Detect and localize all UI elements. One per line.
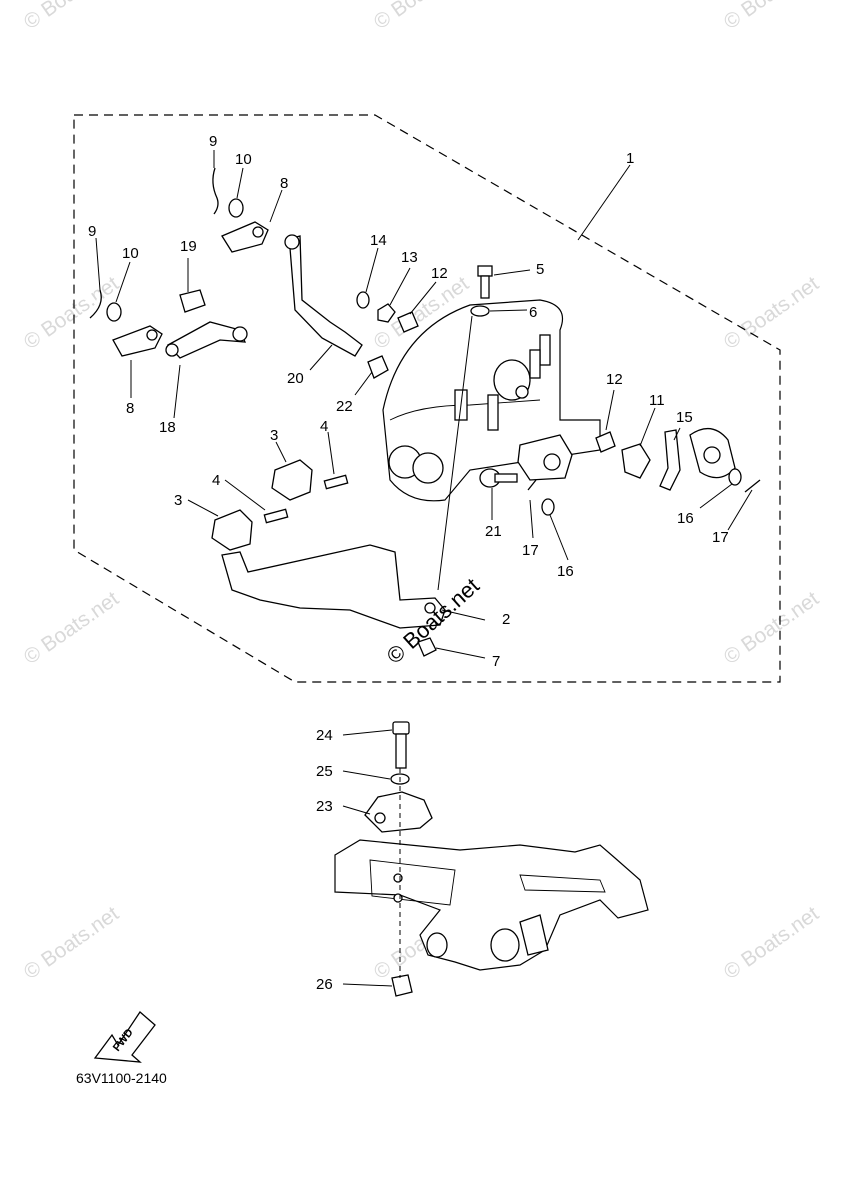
washer-16-right (728, 468, 742, 486)
cam-3-lower (211, 509, 253, 551)
callout-23: 23 (316, 798, 333, 815)
callout-26: 26 (316, 976, 333, 993)
callout-19: 19 (180, 238, 197, 255)
callout-14: 14 (370, 232, 387, 249)
link-rod-15 (659, 429, 681, 491)
washer-14 (356, 291, 370, 309)
callout-16: 16 (557, 563, 574, 580)
washer-16-center (541, 498, 555, 516)
watermark: © Boats.net (20, 0, 123, 34)
cotter-pin-9-upper (212, 167, 219, 215)
joint-8-left-hole (146, 329, 158, 341)
control-plate-2 (221, 544, 446, 629)
callout-16: 16 (677, 510, 694, 527)
bushing-12-upper (397, 311, 419, 333)
callout-labels: 1 2 3 3 4 4 5 6 7 8 8 9 9 10 10 11 12 12… (88, 133, 729, 993)
callout-9: 9 (209, 133, 217, 150)
watermark: © Boats.net (370, 0, 473, 34)
callout-18: 18 (159, 419, 176, 436)
callout-10: 10 (235, 151, 252, 168)
pin-4-upper (323, 474, 349, 490)
part-code: 63V1100-2140 (76, 1070, 167, 1086)
cam-3-upper (271, 459, 313, 501)
leader-1 (577, 164, 631, 241)
lever-18-boss (232, 326, 248, 342)
fwd-arrow-icon: FWD (93, 1011, 156, 1063)
callout-15: 15 (676, 409, 693, 426)
callout-12: 12 (606, 371, 623, 388)
nut-7 (417, 637, 437, 657)
callout-24: 24 (316, 727, 333, 744)
washer-10-left (106, 302, 122, 322)
watermark: © Boats.net (20, 902, 123, 984)
callout-5: 5 (536, 261, 544, 278)
callout-21: 21 (485, 523, 502, 540)
lever-20 (285, 235, 363, 357)
callout-17: 17 (522, 542, 539, 559)
bolt-5 (477, 265, 493, 299)
lever-18 (166, 321, 247, 359)
callout-12: 12 (431, 265, 448, 282)
watermark: © Boats.net (720, 0, 823, 34)
nut-13 (377, 303, 396, 323)
callout-4: 4 (212, 472, 220, 489)
bolt-24 (392, 721, 410, 769)
watermark: © Boats.net (720, 902, 823, 984)
joint-11 (621, 443, 651, 479)
callout-3: 3 (270, 427, 278, 444)
callout-9: 9 (88, 223, 96, 240)
bracket-housing (382, 299, 601, 502)
lever-18-pin (165, 343, 179, 357)
callout-20: 20 (287, 370, 304, 387)
callout-6: 6 (529, 304, 537, 321)
callout-8: 8 (280, 175, 288, 192)
washer-10-upper (228, 198, 244, 218)
joint-8-upper-hole (252, 226, 264, 238)
collar-19 (179, 289, 206, 313)
watermark: © Boats.net (20, 587, 123, 669)
leader-lines (95, 150, 753, 659)
cotter-pin-17-center (527, 479, 537, 491)
lower-bracket (334, 839, 649, 971)
plate-23 (364, 791, 433, 833)
callout-7: 7 (492, 653, 500, 670)
watermark: © Boats.net (720, 587, 823, 669)
callout-3: 3 (174, 492, 182, 509)
cotter-pin-9-left (89, 289, 102, 319)
lever-20-boss (284, 234, 300, 250)
callout-4: 4 (320, 418, 328, 435)
callout-25: 25 (316, 763, 333, 780)
callout-2: 2 (502, 611, 510, 628)
watermark: © Boats.net (720, 272, 823, 354)
callout-13: 13 (401, 249, 418, 266)
joint-8-upper (221, 221, 269, 253)
callout-8: 8 (126, 400, 134, 417)
throttle-cam-hub (703, 446, 721, 464)
callout-22: 22 (336, 398, 353, 415)
assembly-boundary (73, 114, 781, 683)
callout-1: 1 (626, 150, 634, 167)
plate-23-hole (374, 812, 386, 824)
control-plate-2-hole (424, 602, 436, 614)
nut-26 (391, 974, 413, 997)
washer-6 (470, 305, 490, 317)
callout-10: 10 (122, 245, 139, 262)
bushing-12-right (595, 431, 616, 453)
lower-leader-lines (342, 729, 393, 987)
cotter-pin-17-right (744, 479, 761, 493)
callout-17: 17 (712, 529, 729, 546)
callout-11: 11 (649, 392, 665, 409)
bolt-21 (479, 468, 518, 488)
bushing-22 (367, 355, 389, 379)
pin-4-lower (263, 508, 289, 524)
